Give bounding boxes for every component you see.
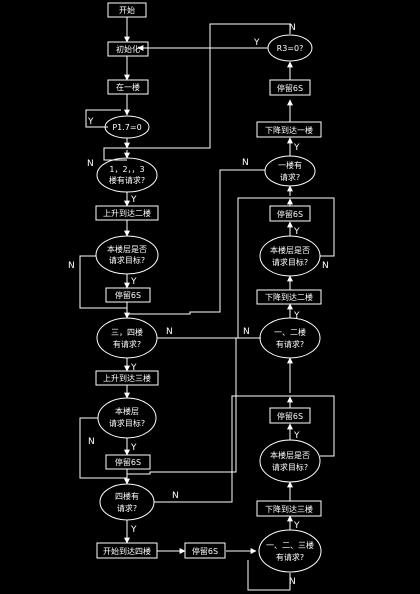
- up4-label: 开始到达四楼: [103, 546, 151, 556]
- r3-label: R3=0?: [277, 44, 304, 53]
- label-r3-y: Y: [253, 38, 260, 48]
- label-req123-n: N: [87, 159, 94, 169]
- label-target2-y: Y: [130, 277, 137, 287]
- target3-label-2: 请求目标?: [109, 418, 145, 428]
- req123-label-2: 楼有请求?: [109, 175, 145, 185]
- target2d-label-1: 本楼层是否: [270, 245, 310, 255]
- label-req12-n: N: [243, 327, 250, 337]
- stop3-label: 停留6S: [115, 457, 141, 467]
- floor1-label: 在一楼: [116, 82, 140, 92]
- down3-label: 下降到达三楼: [265, 504, 313, 514]
- stop1-node: [269, 79, 311, 96]
- up4-node: [96, 542, 158, 559]
- stop2-label: 停留6S: [115, 290, 141, 300]
- path-target2-no: [79, 255, 127, 309]
- req1-label-2: 请求?: [280, 172, 300, 182]
- path-req34-no: [157, 197, 290, 339]
- target3-node: [97, 397, 157, 439]
- req1-label-1: 一楼有: [278, 160, 302, 170]
- target2d-label-2: 请求目标?: [272, 257, 308, 267]
- path-req12-no: [127, 337, 261, 475]
- down1-label: 下降到达一楼: [265, 125, 313, 135]
- label-target3d-y: Y: [293, 431, 300, 441]
- down2-node: [256, 289, 322, 305]
- label-target3-n: N: [88, 437, 95, 447]
- stop1-label: 停留6S: [277, 83, 303, 93]
- down3-node: [256, 500, 322, 517]
- floor1-node: [107, 79, 149, 95]
- label-target2d-n: N: [322, 261, 329, 271]
- req123b-label-1: 一、二、三楼: [266, 540, 314, 550]
- stop3d-node: [269, 407, 311, 424]
- start-label: 开始: [119, 5, 135, 15]
- path-target3-no: [79, 417, 127, 479]
- req123-label-1: 1，2，，3: [109, 165, 144, 174]
- loop-p17-yes: [85, 109, 121, 128]
- stop4-label: 停留6S: [192, 546, 218, 556]
- down1-node: [256, 121, 322, 138]
- path-req4-no: [154, 395, 290, 503]
- target3d-label-2: 请求目标?: [272, 462, 308, 472]
- path-target3d-no: [290, 395, 335, 457]
- req34-label-1: 三，四楼: [111, 327, 143, 337]
- path-req123-no: [103, 23, 291, 161]
- req4-label-2: 请求?: [117, 503, 137, 513]
- target2-label-1: 本楼层是否: [107, 244, 147, 254]
- up3-label: 上升到达三楼: [103, 373, 151, 383]
- label-req4-n: N: [172, 491, 179, 501]
- label-target2d-y: Y: [293, 227, 300, 237]
- req12-node: [259, 317, 321, 359]
- req1-node: [264, 155, 316, 187]
- target3-label-1: 本楼层: [115, 406, 139, 416]
- label-req4-y: Y: [130, 525, 137, 535]
- stop2-node: [105, 287, 151, 303]
- stop2d-node: [269, 205, 311, 222]
- init-label: 初始化: [116, 44, 140, 54]
- up2-node: [95, 205, 159, 221]
- label-req12-y: Y: [293, 311, 300, 321]
- start-node: [107, 2, 147, 18]
- req34-label-2: 有请求?: [113, 339, 141, 349]
- target3d-label-1: 本楼层是否: [270, 450, 310, 460]
- label-req34-y: Y: [130, 363, 137, 373]
- target2d-node: [259, 235, 321, 277]
- up2-label: 上升到达二楼: [103, 208, 151, 218]
- req4-node: [99, 483, 155, 521]
- path-req123b-no: [247, 560, 291, 591]
- req123-node: [96, 157, 158, 193]
- req123b-label-2: 有请求?: [276, 552, 304, 562]
- label-req1-n: N: [242, 158, 249, 168]
- label-req123b-n: N: [289, 577, 296, 587]
- p17-node: [104, 115, 150, 139]
- stop2d-label: 停留6S: [277, 209, 303, 219]
- path-stop2d-target2d: [290, 197, 335, 257]
- init-node: [107, 41, 149, 57]
- label-req123b-y: Y: [293, 521, 300, 531]
- target2-node: [95, 235, 159, 275]
- label-target3-y: Y: [130, 443, 137, 453]
- req4-label-1: 四楼有: [115, 491, 139, 501]
- req123b-node: [258, 529, 322, 573]
- target2-label-2: 请求目标?: [109, 255, 145, 265]
- req34-node: [96, 317, 158, 359]
- label-r3-n: N: [289, 23, 296, 33]
- label-p17-y: Y: [87, 117, 94, 127]
- p17-label: P1.7=0: [112, 123, 141, 132]
- req12-label-2: 有请求?: [276, 339, 304, 349]
- down2-label: 下降到达二楼: [265, 292, 313, 302]
- label-target2-n: N: [68, 261, 75, 271]
- target3d-node: [259, 439, 321, 483]
- label-req1-y: Y: [293, 143, 300, 153]
- label-req34-n: N: [166, 327, 173, 337]
- label-req123-y: Y: [130, 195, 137, 205]
- path-req1-no: [127, 169, 265, 315]
- r3-node: [267, 34, 313, 62]
- stop3-node: [105, 454, 151, 470]
- req12-label-1: 一、二楼: [274, 327, 306, 337]
- stop3d-label: 停留6S: [277, 411, 303, 421]
- stop4-node: [184, 542, 226, 559]
- up3-node: [95, 370, 159, 386]
